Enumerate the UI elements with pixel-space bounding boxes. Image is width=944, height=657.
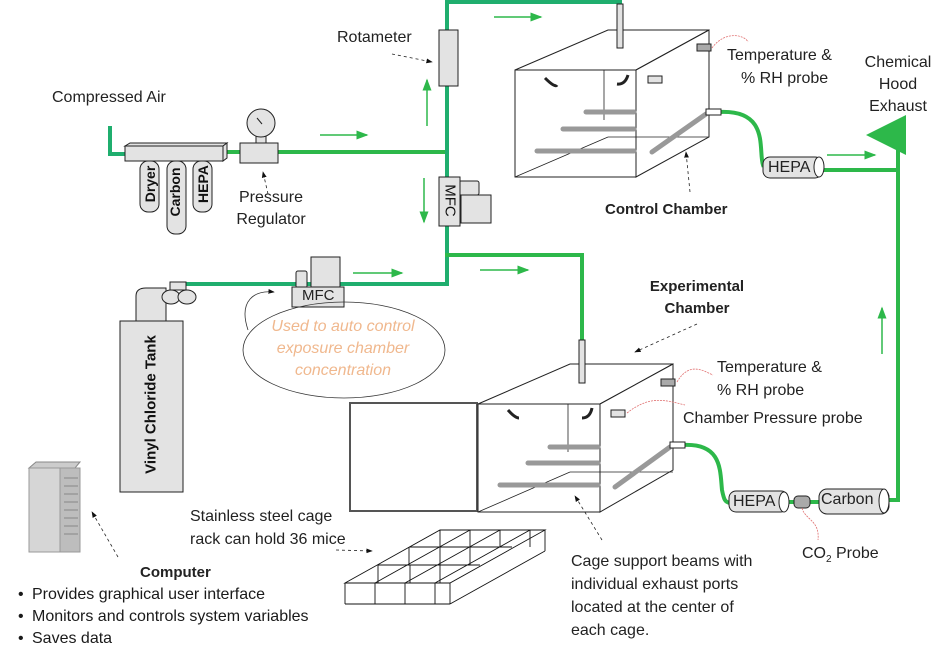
temp-probe-icon [660, 378, 676, 387]
beams-line2: individual exhaust ports [571, 576, 739, 593]
mfc-note-line1: Used to auto control [271, 318, 415, 335]
computer-title: Computer [140, 564, 211, 581]
experimental-chamber-line2: Chamber [664, 300, 730, 317]
hood-exhaust-line3: Exhaust [869, 98, 927, 115]
pressure-probe-icon [610, 409, 626, 418]
carbon-filter [166, 160, 187, 235]
exp-hepa-label: HEPA [733, 493, 776, 510]
carbon-filter-label: Carbon [167, 167, 183, 217]
experimental-chamber[interactable] [349, 339, 686, 513]
control-hepa-label: HEPA [768, 159, 811, 176]
computer-tower-icon[interactable] [27, 461, 82, 553]
experimental-chamber-label: Experimental Chamber [632, 276, 762, 320]
outlet-port-icon [705, 108, 722, 116]
exp-temp-probe-label: Temperature & % RH probe [717, 356, 822, 402]
flow-arrows [320, 12, 887, 354]
control-hepa-filter[interactable] [762, 156, 825, 179]
co2-prefix: CO [802, 545, 826, 562]
temp-probe-icon [696, 43, 712, 52]
probe-wire [626, 399, 686, 414]
air-mfc[interactable] [438, 176, 492, 227]
pipe-control-exhaust [717, 109, 766, 168]
exp-temp-probe-line2: % RH probe [717, 382, 805, 399]
probe-wire [801, 507, 819, 541]
pipe-air-inlet [108, 126, 127, 156]
co2-suffix: Probe [831, 545, 879, 562]
outlet-port-icon [669, 441, 686, 449]
computer-bullet: Saves data [14, 628, 309, 650]
probe-wire [711, 35, 749, 49]
chamber-pressure-probe-label: Chamber Pressure probe [683, 410, 863, 427]
pipe-exp-exhaust [680, 442, 733, 506]
mfc-note-line3: concentration [294, 362, 392, 379]
dryer-filter-label: Dryer [142, 165, 158, 203]
exp-hepa-filter[interactable] [728, 490, 790, 513]
exp-temp-probe-line1: Temperature & [717, 359, 822, 376]
mfc-note-line2: exposure chamber [276, 340, 410, 357]
cage-rack-line2: rack can hold 36 mice [190, 531, 346, 548]
callout-arrows [91, 53, 698, 558]
pressure-port-icon [647, 75, 663, 84]
computer-bullet-list: Provides graphical user interface Monito… [0, 584, 309, 650]
pressure-regulator[interactable] [239, 108, 279, 164]
experimental-chamber-line1: Experimental [649, 278, 745, 295]
exp-carbon-label: Carbon [821, 491, 874, 508]
control-temp-probe-line1: Temperature & [727, 47, 832, 64]
dryer-filter [139, 160, 160, 213]
vinyl-chloride-tank[interactable] [119, 281, 197, 493]
cage-rack-label: Stainless steel cage rack can hold 36 mi… [190, 505, 346, 551]
compressed-air-label: Compressed Air [52, 89, 166, 106]
probe-wire [676, 368, 714, 383]
beams-line3: located at the center of [571, 599, 734, 616]
hepa-filter-label: HEPA [195, 165, 211, 203]
gas-mfc-label: MFC [302, 287, 335, 304]
mfc-note-bubble [242, 289, 446, 399]
inlet-pipe [616, 3, 624, 49]
chamber-door [349, 402, 478, 512]
computer-bullet: Monitors and controls system variables [14, 606, 309, 628]
pressure-regulator-label-line2: Regulator [236, 211, 306, 228]
air-mfc-label: MFC [441, 184, 459, 217]
cage-rack[interactable] [343, 529, 547, 605]
beams-line1: Cage support beams with [571, 553, 753, 570]
rotameter-label: Rotameter [337, 29, 412, 46]
pipe-trunk-up [445, 0, 622, 154]
inlet-pipe [578, 339, 586, 384]
filter-manifold[interactable] [123, 142, 229, 235]
hood-exhaust-line1: Chemical [864, 54, 932, 71]
beams-line4: each cage. [571, 622, 650, 639]
cage-rack-line1: Stainless steel cage [190, 508, 333, 525]
pressure-regulator-label: Pressure Regulator [232, 187, 310, 231]
co2-subscript: 2 [826, 554, 832, 566]
control-chamber-label: Control Chamber [605, 201, 728, 218]
hepa-filter [192, 160, 213, 213]
control-temp-probe-label: Temperature & % RH probe [727, 44, 832, 90]
co2-probe-label: CO2 Probe [802, 543, 879, 571]
hood-exhaust-line2: Hood [878, 76, 918, 93]
control-temp-probe-line2: % RH probe [741, 70, 829, 87]
rotameter[interactable] [438, 29, 459, 87]
mfc-note: Used to auto control exposure chamber co… [248, 316, 438, 382]
beams-label: Cage support beams with individual exhau… [571, 550, 752, 642]
exp-carbon-filter[interactable] [818, 488, 890, 515]
co2-probe[interactable] [793, 495, 811, 509]
computer-bullet: Provides graphical user interface [14, 584, 309, 606]
pressure-regulator-label-line1: Pressure [238, 189, 304, 206]
hood-exhaust-label: Chemical Hood Exhaust [858, 52, 938, 118]
vinyl-tank-label: Vinyl Chloride Tank [142, 335, 160, 474]
control-chamber[interactable] [514, 3, 722, 178]
pipe-to-exp-chamber [445, 253, 584, 347]
